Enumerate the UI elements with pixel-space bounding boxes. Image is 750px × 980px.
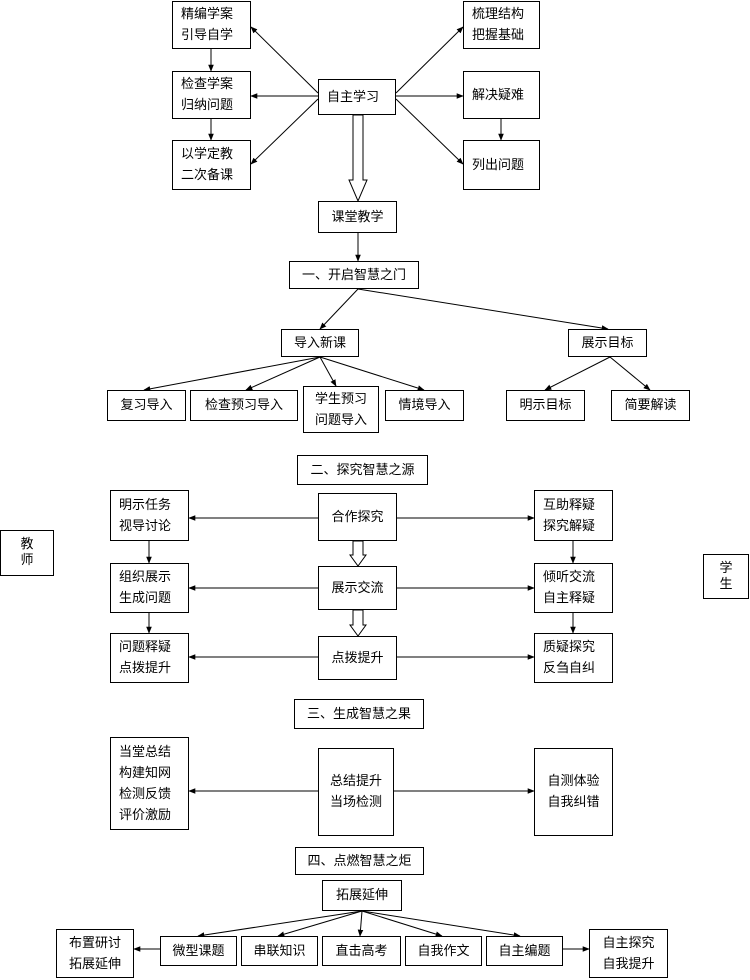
node-zhanshi-mubiao: 展示目标 bbox=[568, 329, 647, 357]
node-tanjiu-zhihui: 二、探究智慧之源 bbox=[297, 455, 428, 485]
node-huzhu-shiyi: 互助释疑 探究解疑 bbox=[534, 490, 613, 541]
node-zuzhi-zhanshi: 组织展示 生成问题 bbox=[110, 563, 189, 613]
node-hezuo-tanjiu: 合作探究 bbox=[318, 493, 397, 541]
node-fuxi-daoru: 复习导入 bbox=[107, 390, 186, 421]
arrow-tuozhan-to-zizhu-bianti bbox=[361, 910, 521, 938]
node-ziwo-zuowen: 自我作文 bbox=[405, 936, 482, 966]
node-chuanlian-zhishi: 串联知识 bbox=[241, 936, 318, 966]
node-shuli-jiegou: 梳理结构 把握基础 bbox=[463, 1, 540, 49]
arrow-tuozhan-to-zhiji bbox=[357, 910, 364, 937]
arrow-kaiqi-to-daoru bbox=[319, 288, 359, 330]
node-zhanshi-jiaoliu: 展示交流 bbox=[318, 566, 397, 610]
node-jianyao-jiedu: 简要解读 bbox=[611, 390, 690, 421]
arrow-zizhu-to-shuli bbox=[395, 26, 464, 94]
arrow-daoru-to-qingjing bbox=[319, 356, 425, 391]
arrow-daoru-to-jiancha-yuxi bbox=[245, 356, 321, 391]
node-zhiyi-tanjiu: 质疑探究 反刍自纠 bbox=[534, 633, 613, 683]
node-jingbian-xuean: 精编学案 引导自学 bbox=[172, 1, 251, 49]
node-dangtang-zongjie: 当堂总结 构建知网 检测反馈 评价激励 bbox=[110, 737, 189, 830]
node-shengcheng-zhihui: 三、生成智慧之果 bbox=[294, 699, 424, 729]
arrow-tuozhan-to-ziwo-zuowen bbox=[361, 910, 443, 937]
hollow-arrow-zhanshi-to-dianbo bbox=[349, 609, 367, 637]
arrow-tuozhan-to-weixing bbox=[197, 910, 363, 938]
node-qingting-jiaoliu: 倾听交流 自主释疑 bbox=[534, 563, 613, 613]
node-weixing-keti: 微型课题 bbox=[160, 936, 237, 966]
hollow-arrow-hezuo-to-zhanshi bbox=[349, 540, 367, 567]
arrow-zizhu-to-liechu bbox=[395, 98, 464, 165]
node-jiancha-yuxi-daoru: 检查预习导入 bbox=[190, 390, 298, 421]
node-liechu-wenti: 列出问题 bbox=[463, 140, 540, 190]
arrow-tuozhan-to-chuanlian bbox=[277, 910, 363, 937]
arrow-zizhu-to-jingbian bbox=[250, 26, 319, 94]
teacher-side-label: 教师 bbox=[0, 530, 54, 576]
node-xuesheng-yuxi: 学生预习 问题导入 bbox=[303, 386, 379, 433]
node-zice-tiyan: 自测体验 自我纠错 bbox=[534, 748, 613, 836]
node-qingjing-daoru: 情境导入 bbox=[385, 390, 464, 421]
node-zhiji-gaokao: 直击高考 bbox=[322, 936, 401, 966]
node-daoru-xinke: 导入新课 bbox=[281, 329, 359, 357]
node-jiancha-xuean: 检查学案 归纳问题 bbox=[172, 71, 251, 119]
teacher-label-text: 教师 bbox=[20, 537, 34, 568]
arrow-daoru-to-xuesheng-yuxi bbox=[319, 356, 337, 387]
arrow-daoru-to-fuxi bbox=[143, 356, 321, 392]
node-mingshi-mubiao: 明示目标 bbox=[506, 390, 585, 421]
arrow-kaiqi-to-zhanshi-mubiao bbox=[357, 288, 609, 331]
node-zizhu-xuexi: 自主学习 bbox=[318, 79, 396, 115]
arrow-zhanshi-to-jianyao bbox=[609, 356, 651, 391]
student-side-label: 学生 bbox=[703, 554, 749, 599]
arrow-zhanshi-to-mingshi bbox=[544, 356, 611, 391]
node-buzhi-yantao: 布置研讨 拓展延伸 bbox=[56, 929, 134, 978]
node-yixue-dingjiao: 以学定教 二次备课 bbox=[172, 140, 251, 190]
node-ketang-jiaoxue: 课堂教学 bbox=[318, 201, 397, 233]
node-jiejue-yinan: 解决疑难 bbox=[463, 71, 540, 119]
node-tuozhan-yanshen: 拓展延伸 bbox=[322, 880, 402, 911]
student-label-text: 学生 bbox=[719, 560, 733, 592]
node-zongjie-tisheng: 总结提升 当场检测 bbox=[318, 748, 394, 836]
node-zizhu-bianti: 自主编题 bbox=[486, 936, 563, 966]
node-kaiqi-zhihui: 一、开启智慧之门 bbox=[289, 261, 419, 289]
hollow-arrow-zizhu-to-ketang bbox=[348, 114, 368, 203]
node-wenti-shiyi: 问题释疑 点拨提升 bbox=[110, 633, 189, 683]
node-dianbo-tisheng: 点拨提升 bbox=[318, 636, 397, 680]
node-mingshi-renwu: 明示任务 视导讨论 bbox=[110, 490, 189, 541]
node-zizhu-tanjiu: 自主探究 自我提升 bbox=[589, 929, 668, 978]
node-dianran-zhihui: 四、点燃智慧之炬 bbox=[295, 847, 424, 875]
arrow-zizhu-to-yixue bbox=[250, 98, 319, 165]
